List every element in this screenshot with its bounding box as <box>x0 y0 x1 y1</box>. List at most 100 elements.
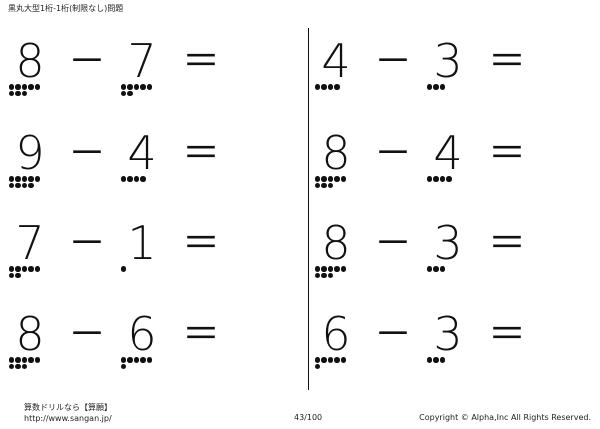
counting-dot <box>8 182 14 188</box>
counting-dot <box>21 84 27 90</box>
counting-dot <box>28 176 34 182</box>
counting-dot <box>8 357 14 363</box>
counting-dot <box>439 266 445 272</box>
minus-sign: － <box>68 221 107 265</box>
subtrahend: 1 <box>127 216 157 270</box>
counting-dot <box>140 176 146 182</box>
counting-dot <box>21 182 27 188</box>
counting-dot <box>133 357 139 363</box>
subtrahend: 4 <box>127 126 157 180</box>
subtrahend-dots <box>426 84 466 104</box>
counting-dot <box>28 182 34 188</box>
counting-dot <box>15 357 21 363</box>
counting-dot <box>146 357 152 363</box>
counting-dot <box>15 84 21 90</box>
counting-dot <box>327 84 333 90</box>
counting-dot <box>146 84 152 90</box>
counting-dot <box>120 176 126 182</box>
minus-sign: － <box>68 131 107 175</box>
counting-dot <box>340 357 346 363</box>
counting-dot <box>120 90 126 96</box>
subtrahend: 6 <box>127 307 157 361</box>
counting-dot <box>327 272 333 278</box>
counting-dot <box>334 84 340 90</box>
counting-dot <box>314 84 320 90</box>
counting-dot <box>8 363 14 369</box>
subtrahend-dots <box>120 84 160 104</box>
counting-dot <box>15 266 21 272</box>
minuend: 6 <box>321 307 351 361</box>
minuend: 9 <box>15 126 45 180</box>
counting-dot <box>314 272 320 278</box>
counting-dot <box>327 176 333 182</box>
subtrahend-dots <box>426 357 466 377</box>
counting-dot <box>127 357 133 363</box>
equals-sign: ＝ <box>182 221 221 265</box>
subtrahend: 3 <box>433 307 463 361</box>
counting-dot <box>34 176 40 182</box>
counting-dot <box>8 90 14 96</box>
minuend-dots <box>314 84 354 104</box>
counting-dot <box>314 357 320 363</box>
counting-dot <box>21 176 27 182</box>
problem-3: 7 － 1 ＝ <box>6 216 276 282</box>
counting-dot <box>321 84 327 90</box>
minus-sign: － <box>374 39 413 83</box>
counting-dot <box>334 357 340 363</box>
counting-dot <box>321 357 327 363</box>
counting-dot <box>8 266 14 272</box>
subtrahend-dots <box>120 266 160 286</box>
counting-dot <box>21 266 27 272</box>
counting-dot <box>334 266 340 272</box>
footer-url[interactable]: http://www.sangan.jp/ <box>24 414 112 423</box>
counting-dot <box>340 266 346 272</box>
counting-dot <box>21 90 27 96</box>
equals-sign: ＝ <box>182 39 221 83</box>
footer-brand: 算数ドリルなら【算願】 <box>24 403 112 412</box>
minuend: 4 <box>321 34 351 88</box>
equals-sign: ＝ <box>488 39 527 83</box>
minus-sign: － <box>374 221 413 265</box>
counting-dot <box>426 266 432 272</box>
counting-dot <box>433 357 439 363</box>
minuend: 8 <box>321 126 351 180</box>
minus-sign: － <box>374 131 413 175</box>
counting-dot <box>28 357 34 363</box>
problem-2: 9 － 4 ＝ <box>6 126 276 192</box>
problem-7: 8 － 3 ＝ <box>312 216 582 282</box>
minuend-dots <box>8 84 48 104</box>
counting-dot <box>433 84 439 90</box>
equals-sign: ＝ <box>488 312 527 356</box>
subtrahend-dots <box>120 357 160 377</box>
counting-dot <box>127 84 133 90</box>
counting-dot <box>426 84 432 90</box>
problem-5: 4 － 3 ＝ <box>312 34 582 100</box>
equals-sign: ＝ <box>182 312 221 356</box>
subtrahend: 7 <box>127 34 157 88</box>
counting-dot <box>439 357 445 363</box>
minuend: 7 <box>15 216 45 270</box>
counting-dot <box>321 272 327 278</box>
minus-sign: － <box>68 312 107 356</box>
counting-dot <box>8 84 14 90</box>
subtrahend-dots <box>120 176 160 196</box>
minus-sign: － <box>68 39 107 83</box>
equals-sign: ＝ <box>488 131 527 175</box>
counting-dot <box>426 357 432 363</box>
counting-dot <box>127 90 133 96</box>
counting-dot <box>120 357 126 363</box>
problem-8: 6 － 3 ＝ <box>312 307 582 373</box>
counting-dot <box>439 84 445 90</box>
counting-dot <box>340 176 346 182</box>
counting-dot <box>15 363 21 369</box>
counting-dot <box>433 176 439 182</box>
minuend-dots <box>8 357 48 377</box>
minuend: 8 <box>321 216 351 270</box>
problem-1: 8 － 7 ＝ <box>6 34 276 100</box>
counting-dot <box>446 176 452 182</box>
counting-dot <box>321 266 327 272</box>
counting-dot <box>8 176 14 182</box>
problem-4: 8 － 6 ＝ <box>6 307 276 373</box>
counting-dot <box>327 266 333 272</box>
copyright-text: Copyright © Alpha,Inc All Rights Reserve… <box>419 413 591 422</box>
